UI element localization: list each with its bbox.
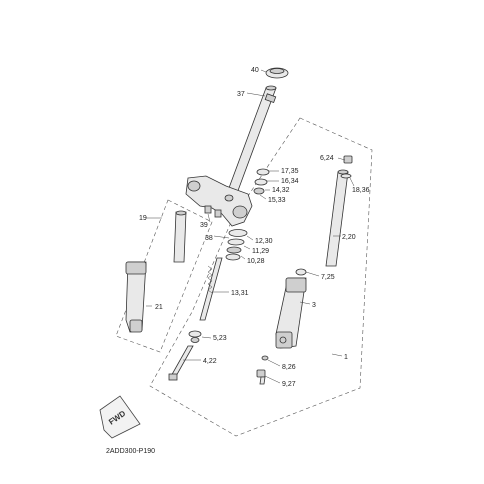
callout-16-34: 16,34 <box>281 178 299 185</box>
callout-4-22: 4,22 <box>203 358 217 365</box>
callout-38: 38 <box>205 235 213 242</box>
callout-11-29: 11,29 <box>252 248 269 255</box>
pinch-bolt-part <box>204 205 222 218</box>
callout-7-25: 7,25 <box>321 274 335 281</box>
fwd-arrow-icon: FWD <box>99 395 141 439</box>
steering-stem-part <box>225 85 277 197</box>
callout-6-24: 6,24 <box>320 155 334 162</box>
right-fork-group-outline <box>149 117 373 437</box>
callout-2-20: 2,20 <box>342 234 356 241</box>
left-fork-group-outline <box>115 199 213 353</box>
bearing-stack-lower <box>225 229 248 261</box>
right-inner-tube-part <box>325 169 349 267</box>
callout-21: 21 <box>155 304 163 311</box>
callout-17-35: 17,35 <box>281 168 299 175</box>
right-outer-tube-part <box>275 277 307 349</box>
steering-cap-part <box>265 67 289 79</box>
callout-39: 39 <box>200 222 208 229</box>
callout-12-30: 12,30 <box>255 238 273 245</box>
spring-seat-part <box>188 330 202 343</box>
callout-5-23: 5,23 <box>213 335 227 342</box>
callout-10-28: 10,28 <box>247 258 265 265</box>
callout-8-26: 8,26 <box>282 364 296 371</box>
oil-seal-part <box>295 268 307 276</box>
callout-13-31: 13,31 <box>231 290 249 297</box>
callout-40: 40 <box>251 67 259 74</box>
left-front-fork-part <box>125 210 187 333</box>
callout-3: 3 <box>312 302 316 309</box>
callout-1: 1 <box>344 354 348 361</box>
diagram-code: 2ADD300-P190 <box>106 448 155 455</box>
under-bracket-part <box>185 175 253 227</box>
callout-9-27: 9,27 <box>282 381 296 388</box>
callout-18-36: 18,36 <box>352 187 370 194</box>
damper-bolt-part <box>168 345 194 381</box>
callout-14-32: 14,32 <box>272 187 290 194</box>
callout-15-33: 15,33 <box>268 197 286 204</box>
damper-rod-part <box>199 257 223 321</box>
drain-bolt-part <box>256 355 269 385</box>
bearing-stack-upper <box>253 168 270 195</box>
callout-19: 19 <box>139 215 147 222</box>
callout-37: 37 <box>237 91 245 98</box>
